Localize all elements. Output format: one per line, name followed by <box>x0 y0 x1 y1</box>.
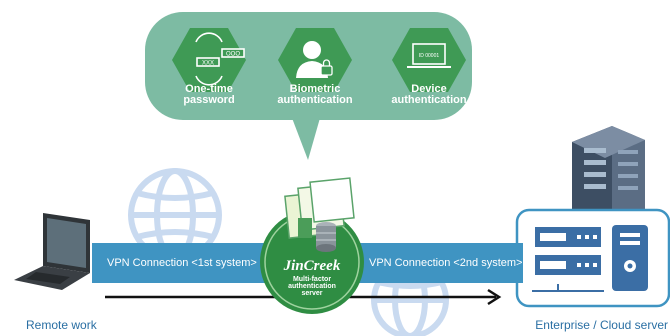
otp-line2: password <box>183 94 235 106</box>
office-building-icon <box>572 126 645 210</box>
jincreek-sub2: authentication <box>288 283 336 290</box>
otp-line1: One-time <box>185 83 233 95</box>
svg-text:OOO: OOO <box>226 52 240 58</box>
vpn-pipe-left <box>92 243 272 283</box>
jincreek-server-icon <box>260 177 364 314</box>
auth-method-device-label: Device authentication <box>384 84 474 106</box>
fingerprint-user-icon <box>296 41 333 78</box>
svg-text:ID 00001: ID 00001 <box>419 53 440 59</box>
biometric-line2: authentication <box>277 94 353 106</box>
device-line1: Device <box>411 83 447 95</box>
jincreek-subtitle: Multi-factor authentication server <box>270 276 354 297</box>
laptop-id-icon: ID 00001 <box>407 43 451 68</box>
device-line2: authentication <box>391 94 467 106</box>
auth-method-otp-label: One-time password <box>172 84 246 106</box>
enterprise-cloud-server-label: Enterprise / Cloud server <box>535 318 668 332</box>
jincreek-sub3: server <box>301 290 323 297</box>
auth-method-biometric-label: Biometric authentication <box>270 84 360 106</box>
remote-work-label: Remote work <box>26 318 97 332</box>
server-rack-icon <box>515 208 670 308</box>
vpn-connection-second-label: VPN Connection <2nd system> <box>369 257 523 269</box>
vpn-connection-first-label: VPN Connection <1st system> <box>107 257 257 269</box>
jincreek-sub1: Multi-factor <box>292 276 332 283</box>
laptop-icon <box>14 213 90 290</box>
otp-icon: XXX OOO <box>195 32 245 86</box>
jincreek-brand: JinCreek <box>283 258 341 274</box>
vpn-pipe-right <box>355 243 523 283</box>
svg-text:XXX: XXX <box>202 61 214 67</box>
biometric-line1: Biometric <box>289 83 341 95</box>
hexagon-device <box>392 28 466 92</box>
